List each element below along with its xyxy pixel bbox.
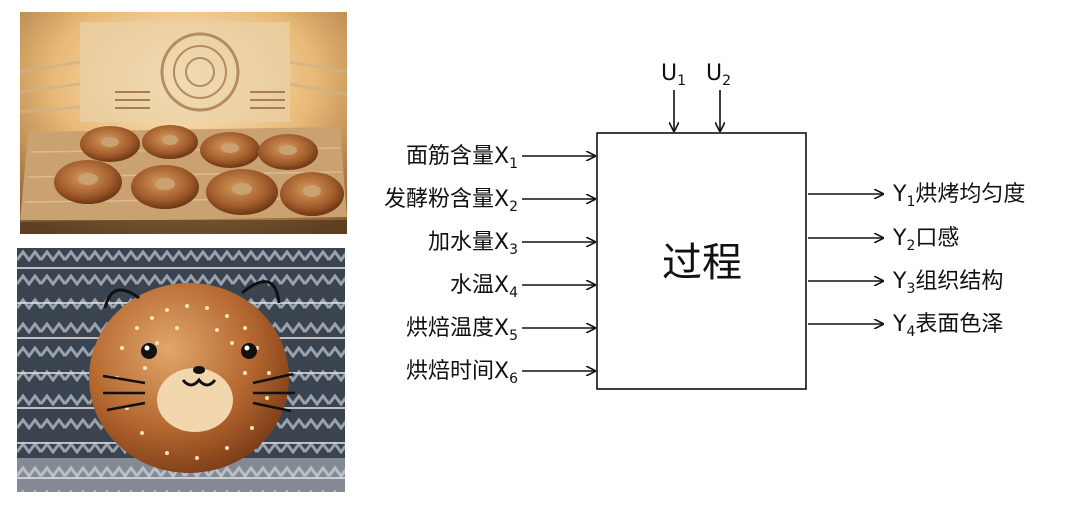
- output-y4-label: 表面色泽: [915, 312, 1003, 337]
- input-x6-sub: 6: [509, 371, 518, 387]
- oven-bagels-photo: [20, 12, 347, 234]
- input-x2-sub: 2: [509, 199, 518, 215]
- svg-text:U2: U2: [706, 61, 731, 89]
- process-box: [596, 132, 807, 390]
- output-y4-pre: Y: [892, 312, 907, 337]
- input-x1-label: 面筋含量X: [406, 144, 509, 169]
- svg-text:面筋含量X1: 面筋含量X1: [406, 144, 518, 172]
- output-y3-pre: Y: [892, 269, 907, 294]
- svg-text:U1: U1: [661, 61, 686, 89]
- svg-text:Y4表面色泽: Y4表面色泽: [892, 312, 1003, 340]
- output-y2-sub: 2: [906, 238, 915, 254]
- svg-text:Y1烘烤均匀度: Y1烘烤均匀度: [892, 182, 1025, 210]
- output-y1: Y1烘烤均匀度: [808, 182, 1025, 210]
- svg-text:烘焙温度X5: 烘焙温度X5: [406, 316, 518, 344]
- input-x1-sub: 1: [509, 156, 518, 172]
- output-y3: Y3组织结构: [808, 269, 1003, 297]
- svg-text:发酵粉含量X2: 发酵粉含量X2: [384, 187, 518, 215]
- svg-text:烘焙时间X6: 烘焙时间X6: [406, 359, 518, 387]
- input-x3: 加水量X3: [428, 230, 595, 258]
- input-x4-sub: 4: [509, 285, 518, 301]
- svg-text:Y2口感: Y2口感: [892, 226, 959, 254]
- input-x4: 水温X4: [450, 273, 595, 301]
- control-u1: U1: [661, 61, 686, 131]
- control-u1-sub: 1: [677, 73, 686, 89]
- output-y2-pre: Y: [892, 226, 907, 251]
- svg-text:水温X4: 水温X4: [450, 273, 518, 301]
- output-y2-label: 口感: [915, 226, 959, 251]
- output-y4-sub: 4: [906, 324, 915, 340]
- output-y4: Y4表面色泽: [808, 312, 1003, 340]
- control-u2: U2: [706, 61, 731, 131]
- output-y3-sub: 3: [906, 281, 915, 297]
- svg-text:加水量X3: 加水量X3: [428, 230, 518, 258]
- input-x5-label: 烘焙温度X: [406, 316, 509, 341]
- process-label: 过程: [662, 240, 742, 286]
- control-u2-label: U: [706, 61, 722, 86]
- input-x3-label: 加水量X: [428, 230, 509, 255]
- input-x4-label: 水温X: [450, 273, 509, 298]
- input-x1: 面筋含量X1: [406, 144, 595, 172]
- input-x5-sub: 5: [509, 328, 518, 344]
- svg-text:Y3组织结构: Y3组织结构: [892, 269, 1003, 297]
- cat-face-bagel-photo: [17, 248, 345, 492]
- output-y1-pre: Y: [892, 182, 907, 207]
- input-x3-sub: 3: [509, 242, 518, 258]
- input-x6: 烘焙时间X6: [406, 359, 595, 387]
- input-x2-label: 发酵粉含量X: [384, 187, 509, 212]
- output-y2: Y2口感: [808, 226, 959, 254]
- control-u2-sub: 2: [722, 73, 731, 89]
- output-y1-sub: 1: [906, 194, 915, 210]
- input-x6-label: 烘焙时间X: [406, 359, 509, 384]
- output-y3-label: 组织结构: [915, 269, 1003, 294]
- control-u1-label: U: [661, 61, 677, 86]
- output-y1-label: 烘烤均匀度: [915, 182, 1025, 207]
- input-x5: 烘焙温度X5: [406, 316, 595, 344]
- input-x2: 发酵粉含量X2: [384, 187, 595, 215]
